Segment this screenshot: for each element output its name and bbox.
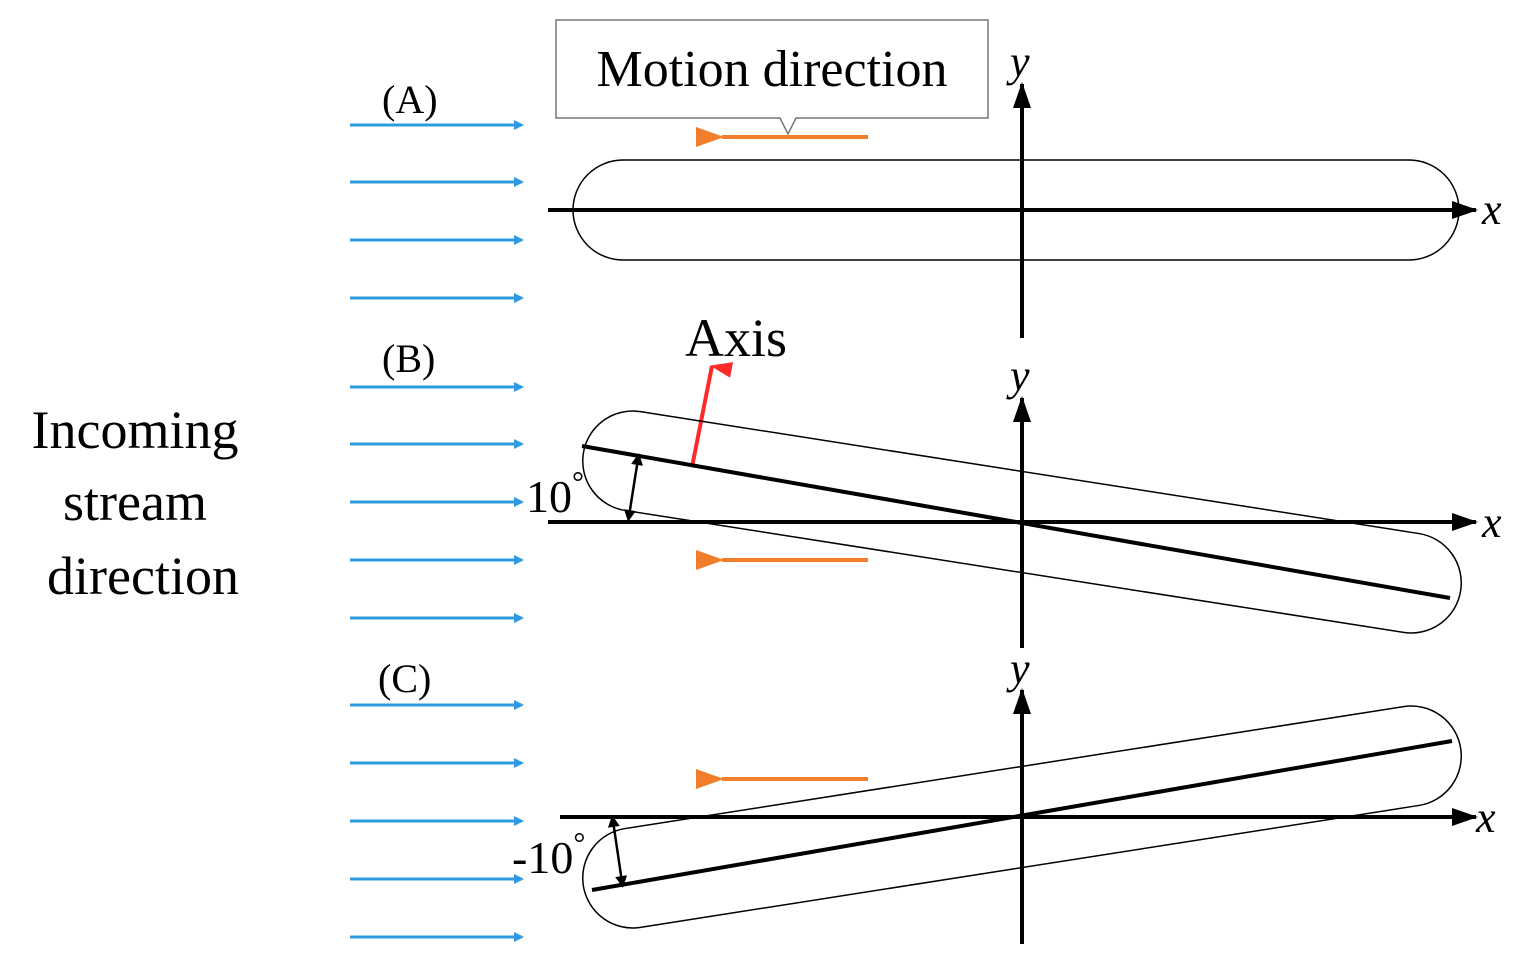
panel-a-label: (A) — [382, 77, 438, 122]
stream-arrows — [350, 120, 524, 942]
x-axis-label: x — [1481, 185, 1502, 234]
angle-indicator-icon — [624, 453, 643, 522]
panel-c-label: (C) — [378, 656, 431, 701]
y-axis-label: y — [1006, 644, 1030, 693]
panel-b-label: (B) — [382, 336, 435, 381]
axis-normal-arrow-icon — [690, 362, 734, 468]
stream-label-line-2: stream — [63, 472, 207, 532]
panel-c: (C) -10° x y — [378, 644, 1496, 944]
body-outline — [581, 705, 1463, 929]
angle-indicator-icon — [607, 815, 628, 888]
callout-box — [555, 19, 989, 136]
angle-label: -10° — [512, 827, 585, 883]
x-axis-label: x — [1481, 498, 1502, 547]
callout-text: Motion direction — [597, 41, 948, 98]
axis-annotation: Axis — [685, 308, 787, 368]
y-axis-label: y — [1006, 351, 1030, 400]
stream-label-line-1: Incoming — [32, 400, 239, 460]
panel-b: (B) Axis 10° x y — [382, 308, 1502, 648]
y-axis-label: y — [1006, 37, 1030, 86]
panel-a: (A) Motion direction x y — [382, 19, 1502, 338]
angle-label: 10° — [526, 466, 584, 522]
x-axis-label: x — [1475, 793, 1496, 842]
stream-label-line-3: direction — [47, 546, 239, 606]
body-outline — [581, 410, 1463, 634]
